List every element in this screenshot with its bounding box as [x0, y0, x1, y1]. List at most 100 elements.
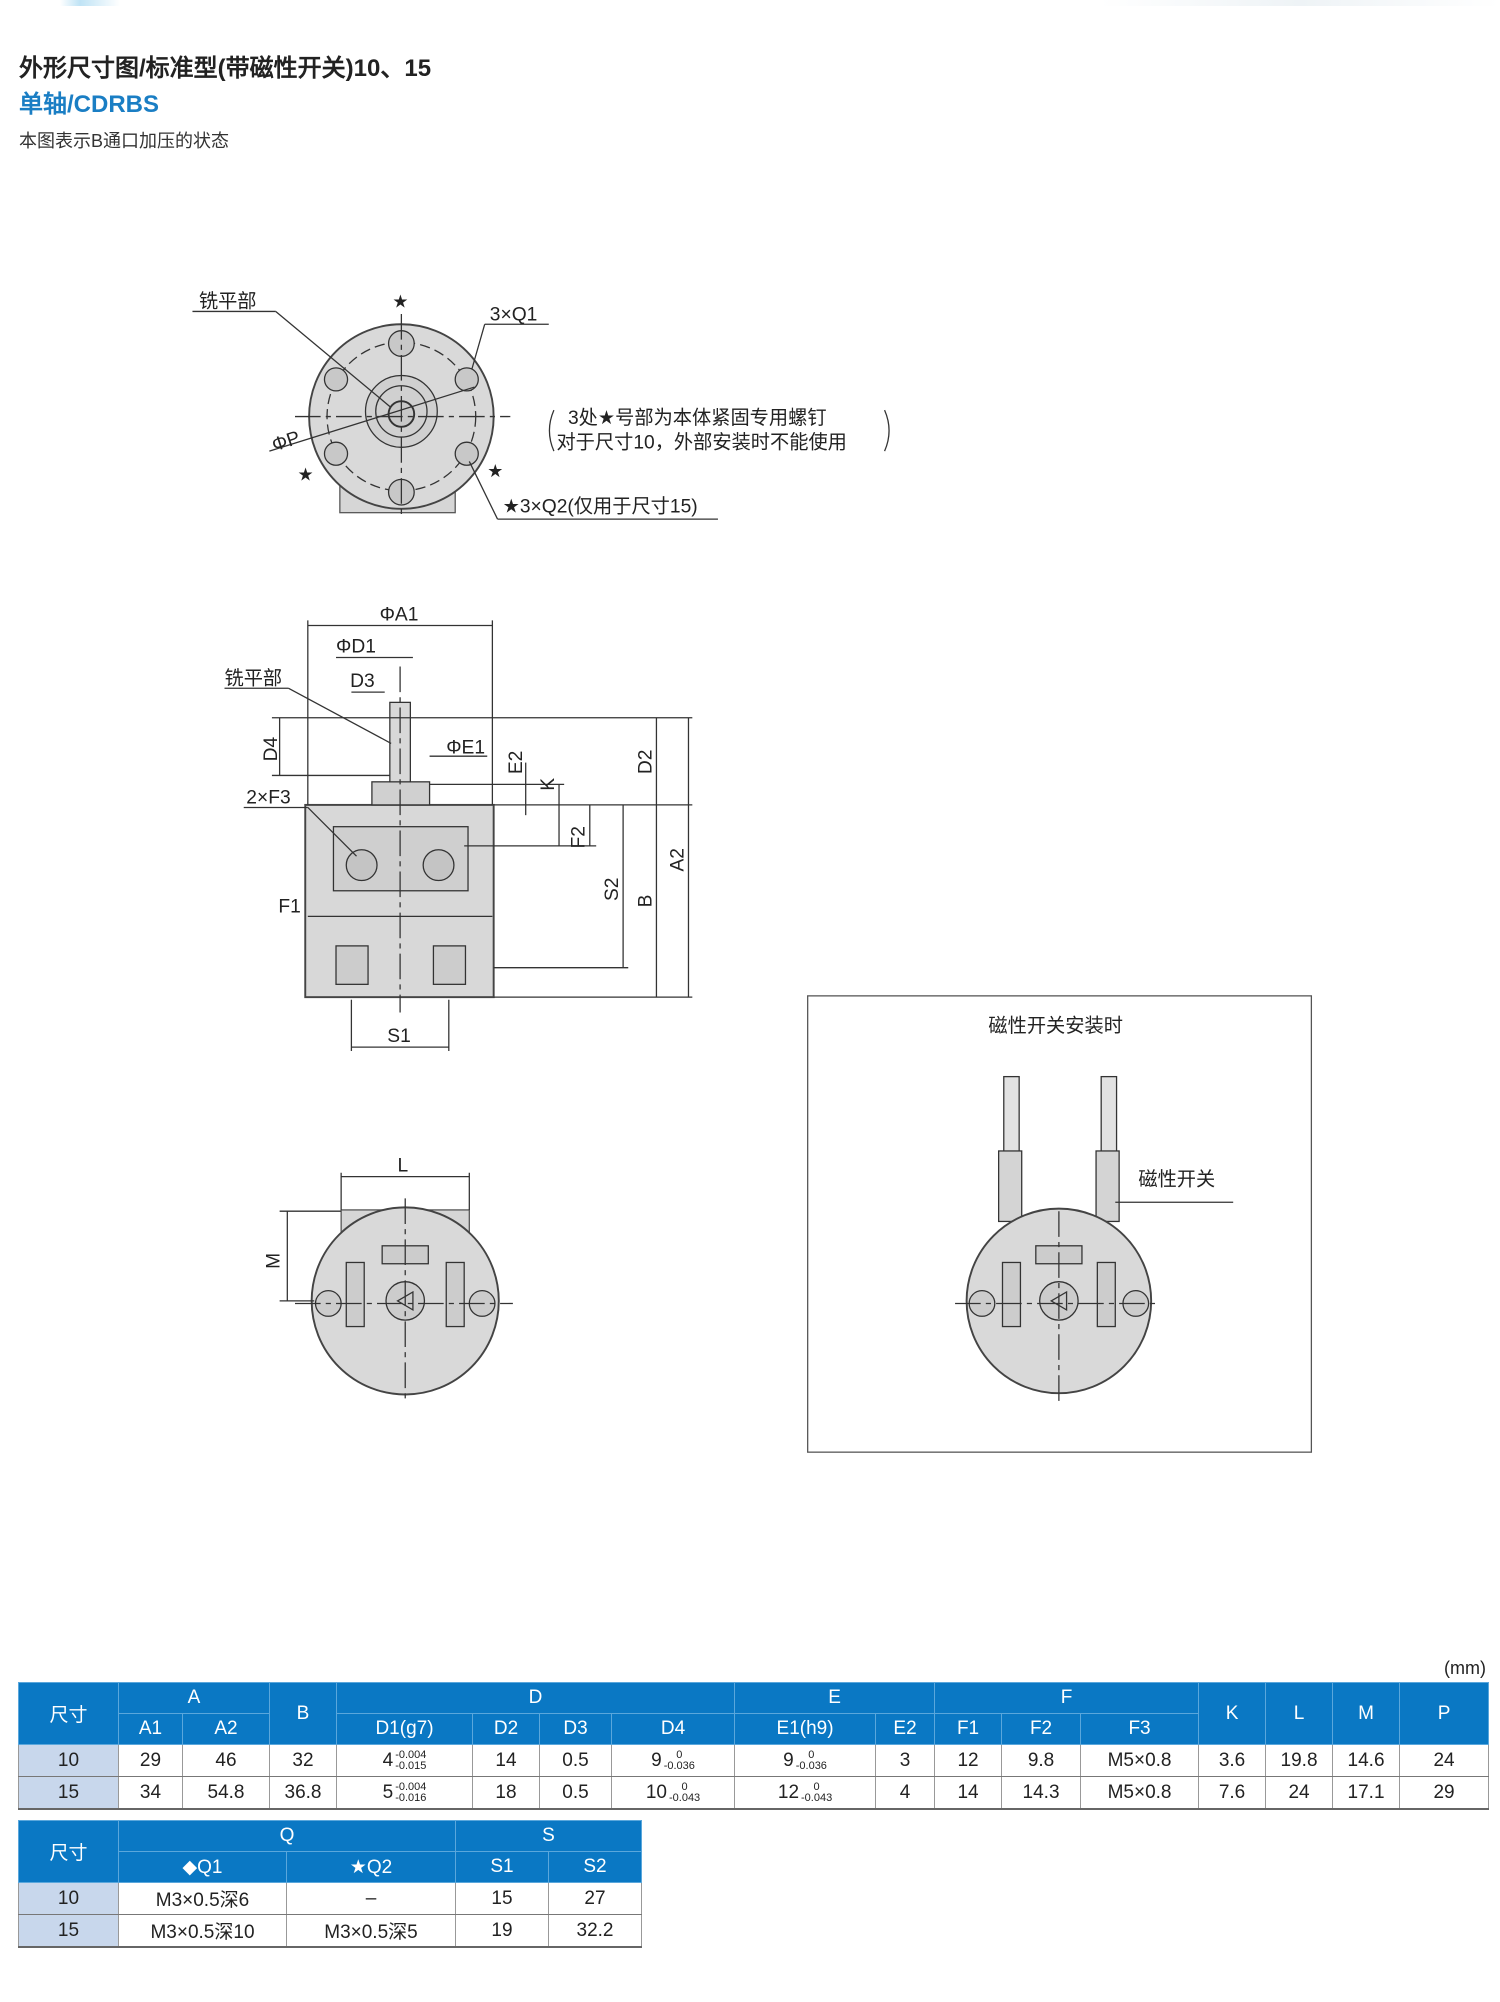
tol-upper: -0.004 — [395, 1748, 427, 1761]
page-title: 外形尺寸图/标准型(带磁性开关)10、15 — [19, 55, 432, 82]
header-d1: D1(g7) — [336, 1713, 473, 1745]
cell-d3: 0.5 — [539, 1776, 612, 1810]
cell-k: 7.6 — [1198, 1776, 1267, 1810]
l-label: L — [398, 1155, 409, 1176]
p-label: ΦP — [269, 428, 302, 457]
k-label: K — [538, 778, 559, 791]
header-group-f: F — [934, 1682, 1200, 1714]
cell-f1: 12 — [934, 1744, 1003, 1777]
a1-label: ΦA1 — [380, 604, 419, 625]
e1-label: ΦE1 — [446, 738, 485, 759]
header-s1: S1 — [455, 1851, 549, 1883]
top-view: 铣平部 ★ ★ ★ 3×Q1 ΦP ★3×Q2(仅用于尺寸15) 3处★号部为本… — [192, 291, 890, 520]
star-mark: ★ — [298, 465, 314, 485]
d1-label: ΦD1 — [336, 636, 376, 657]
table-row: 10 M3×0.5深6 – 15 27 — [18, 1882, 642, 1915]
dimension-table: 尺寸 A B D E F K L M P A1 A2 D1(g7) D2 D3 … — [18, 1682, 1490, 1810]
unit-label: (mm) — [1444, 1658, 1486, 1678]
tol-upper: 0 — [808, 1748, 815, 1761]
cell-d1: 4-0.004-0.015 — [336, 1744, 473, 1777]
switch-mounted-view: 磁性开关安装时 磁性开关 — [807, 995, 1313, 1453]
b-label: B — [635, 895, 656, 908]
header-group-s: S — [455, 1820, 642, 1852]
cell-q2: – — [286, 1882, 456, 1915]
cell-b: 32 — [269, 1744, 337, 1777]
tol-lower: -0.036 — [795, 1759, 827, 1772]
m-label: M — [264, 1253, 285, 1269]
tol-upper: 0 — [676, 1748, 683, 1761]
cell-s1: 19 — [455, 1914, 549, 1948]
tol-lower: -0.016 — [395, 1791, 427, 1804]
header-a2: A2 — [182, 1713, 270, 1745]
cell-m: 17.1 — [1332, 1776, 1401, 1810]
front-view: ΦA1 ΦD1 D3 铣平部 D4 ΦE1 E2 K D2 A2 2×F3 F2… — [224, 604, 693, 1051]
cell-e2: 4 — [875, 1776, 936, 1810]
header-size: 尺寸 — [18, 1682, 119, 1745]
tol-base: 4 — [382, 1749, 394, 1771]
cell-size: 10 — [18, 1882, 119, 1915]
tol-upper: -0.004 — [395, 1780, 427, 1793]
remark-line-2: 对于尺寸10，外部安装时不能使用 — [556, 432, 846, 454]
header-s2: S2 — [548, 1851, 642, 1883]
cell-f3: M5×0.8 — [1080, 1776, 1200, 1810]
header-group-e: E — [734, 1682, 936, 1714]
cell-l: 19.8 — [1265, 1744, 1334, 1777]
cell-p: 29 — [1399, 1776, 1490, 1810]
tol-lower: -0.015 — [395, 1759, 427, 1772]
header-group-a: A — [118, 1682, 270, 1714]
header-k: K — [1198, 1682, 1267, 1745]
cell-q2: M3×0.5深5 — [286, 1914, 456, 1948]
table-row: 15 M3×0.5深10 M3×0.5深5 19 32.2 — [18, 1914, 642, 1948]
header-f2: F2 — [1001, 1713, 1082, 1745]
cell-d2: 18 — [472, 1776, 540, 1810]
page-note: 本图表示B通口加压的状态 — [19, 131, 230, 151]
switch-label: 磁性开关 — [1138, 1169, 1215, 1191]
cell-size: 10 — [18, 1744, 119, 1777]
header-p: P — [1399, 1682, 1490, 1745]
s1-label: S1 — [387, 1026, 411, 1047]
a2-label: A2 — [667, 848, 688, 872]
cell-a2: 54.8 — [182, 1776, 270, 1810]
cell-d2: 14 — [472, 1744, 540, 1777]
page-subtitle: 单轴/CDRBS — [19, 91, 160, 118]
cell-b: 36.8 — [269, 1776, 337, 1810]
tol-base: 9 — [651, 1749, 662, 1771]
cell-s2: 32.2 — [548, 1914, 642, 1948]
header-e1: E1(h9) — [734, 1713, 877, 1745]
cell-l: 24 — [1265, 1776, 1334, 1810]
header-group-q: Q — [118, 1820, 456, 1852]
tol-base: 5 — [382, 1781, 394, 1803]
tol-lower: -0.043 — [801, 1791, 833, 1804]
header-f1: F1 — [934, 1713, 1003, 1745]
q2-label: ★3×Q2(仅用于尺寸15) — [503, 496, 698, 518]
header-d3: D3 — [539, 1713, 612, 1745]
d4-label: D4 — [261, 736, 282, 761]
tol-base: 12 — [777, 1781, 800, 1803]
header-f3: F3 — [1080, 1713, 1200, 1745]
cell-p: 24 — [1399, 1744, 1490, 1777]
f3-label: 2×F3 — [246, 788, 290, 809]
cell-m: 14.6 — [1332, 1744, 1401, 1777]
f1-label: F1 — [278, 897, 300, 918]
header-b: B — [269, 1682, 337, 1745]
e2-label: E2 — [506, 751, 527, 775]
star-mark: ★ — [487, 461, 503, 481]
cell-e1: 9 0-0.036 — [734, 1744, 877, 1777]
top-flat-label: 铣平部 — [199, 291, 257, 313]
header-size: 尺寸 — [18, 1820, 119, 1883]
tol-base: 9 — [783, 1749, 794, 1771]
header-m: M — [1332, 1682, 1401, 1745]
cell-d3: 0.5 — [539, 1744, 612, 1777]
cell-f1: 14 — [934, 1776, 1003, 1810]
cell-d1: 5-0.004-0.016 — [336, 1776, 473, 1810]
cell-a1: 29 — [118, 1744, 183, 1777]
bottom-view: L M — [264, 1155, 513, 1404]
header-l: L — [1265, 1682, 1334, 1745]
front-flat-label: 铣平部 — [225, 667, 283, 689]
cell-size: 15 — [18, 1914, 119, 1948]
